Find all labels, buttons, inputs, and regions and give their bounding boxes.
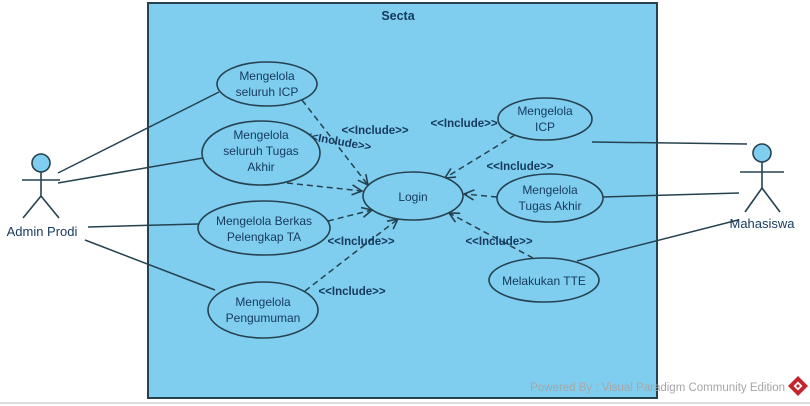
- use-case-ellipse: [496, 173, 604, 223]
- use-case-label-line: Mengelola Berkas: [216, 214, 312, 228]
- use-case-label-line: Akhir: [247, 160, 274, 174]
- footer: Powered By : Visual Paradigm Community E…: [530, 376, 808, 396]
- use-case-label-line: Login: [398, 190, 427, 204]
- use-case-ellipse: [362, 171, 464, 221]
- association-admin-pengumuman: [84, 239, 216, 291]
- include-stereotype-label: <<Include>>: [486, 161, 553, 173]
- use-case-label-line: seluruh Tugas: [223, 144, 298, 158]
- association-admin-seluruh-icp: [57, 91, 220, 174]
- use-case-mengelola-seluruh-icp: Mengelola seluruh ICP: [216, 61, 318, 107]
- include-arrow-tugas-akhir-login: [462, 189, 498, 201]
- use-case-label-line: Pengumuman: [226, 311, 301, 325]
- association-mahasiswa-icp: [591, 141, 748, 145]
- use-case-label-line: Mengelola: [522, 183, 578, 197]
- actor-leg-left: [744, 187, 763, 213]
- actor-icon: [752, 143, 772, 163]
- use-case-ellipse: [216, 61, 318, 107]
- powered-by-label: Powered By : Visual Paradigm Community E…: [530, 382, 785, 394]
- association-mahasiswa-melakukan-tte: [576, 219, 739, 262]
- use-case-login: Login: [362, 171, 464, 221]
- use-case-mengelola-icp: Mengelola ICP: [497, 97, 593, 141]
- include-arrow-tte-login: [447, 212, 534, 259]
- use-case-ellipse: [201, 120, 321, 186]
- actor-label: Admin Prodi: [7, 224, 78, 239]
- use-case-label-line: ICP: [535, 120, 555, 134]
- system-title: Secta: [381, 9, 415, 23]
- actor-label: Mahasiswa: [729, 216, 795, 231]
- use-case-label-line: Pelengkap TA: [227, 230, 301, 244]
- use-case-mengelola-tugas-akhir: Mengelola Tugas Akhir: [496, 173, 604, 223]
- actor-admin-prodi: Admin Prodi: [7, 153, 78, 239]
- include-stereotype-label: <<Include>>: [341, 125, 408, 137]
- include-arrow-seluruh-icp-login: [301, 99, 370, 187]
- use-case-ellipse: [497, 97, 593, 141]
- include-stereotype-label: <<Include>>: [327, 236, 394, 248]
- use-case-label-line: Mengelola: [517, 104, 573, 118]
- use-case-ellipse: [488, 257, 600, 303]
- include-arrow-icp-login: [443, 134, 516, 179]
- visual-paradigm-logo-icon: [788, 376, 808, 396]
- actor-leg-left: [22, 195, 42, 219]
- actor-leg-right: [761, 187, 781, 213]
- association-admin-seluruh-tugas-akhir: [57, 157, 204, 184]
- association-admin-berkas-pelengkap: [87, 223, 199, 228]
- use-case-label-line: Tugas Akhir: [519, 199, 582, 213]
- use-case-ellipse: [207, 281, 319, 339]
- include-stereotype-label: <<Include>>: [465, 236, 532, 248]
- include-arrow-seluruh-tugas-akhir-login: [286, 182, 364, 196]
- actor-mahasiswa: Mahasiswa: [729, 143, 795, 231]
- use-case-label-line: Melakukan TTE: [502, 274, 586, 288]
- use-case-label-line: Mengelola: [233, 128, 289, 142]
- association-mahasiswa-tugas-akhir: [602, 192, 740, 198]
- include-arrow-berkas-login: [327, 206, 374, 222]
- include-stereotype-label: <<Include>>: [318, 286, 385, 298]
- logo-inner-dot: [796, 384, 800, 388]
- use-case-label-line: seluruh ICP: [236, 85, 299, 99]
- use-case-mengelola-berkas-pelengkap-ta: Mengelola Berkas Pelengkap TA: [197, 200, 331, 256]
- use-case-melakukan-tte: Melakukan TTE: [488, 257, 600, 303]
- use-case-ellipse: [197, 200, 331, 256]
- actor-leg-right: [40, 195, 60, 219]
- use-case-mengelola-seluruh-tugas-akhir: Mengelola seluruh Tugas Akhir: [201, 120, 321, 186]
- include-stereotype-label: <<Include>>: [430, 118, 497, 130]
- use-case-label-line: Mengelola: [235, 295, 291, 309]
- actor-icon: [31, 153, 51, 173]
- use-case-mengelola-pengumuman: Mengelola Pengumuman: [207, 281, 319, 339]
- use-case-label-line: Mengelola: [239, 69, 295, 83]
